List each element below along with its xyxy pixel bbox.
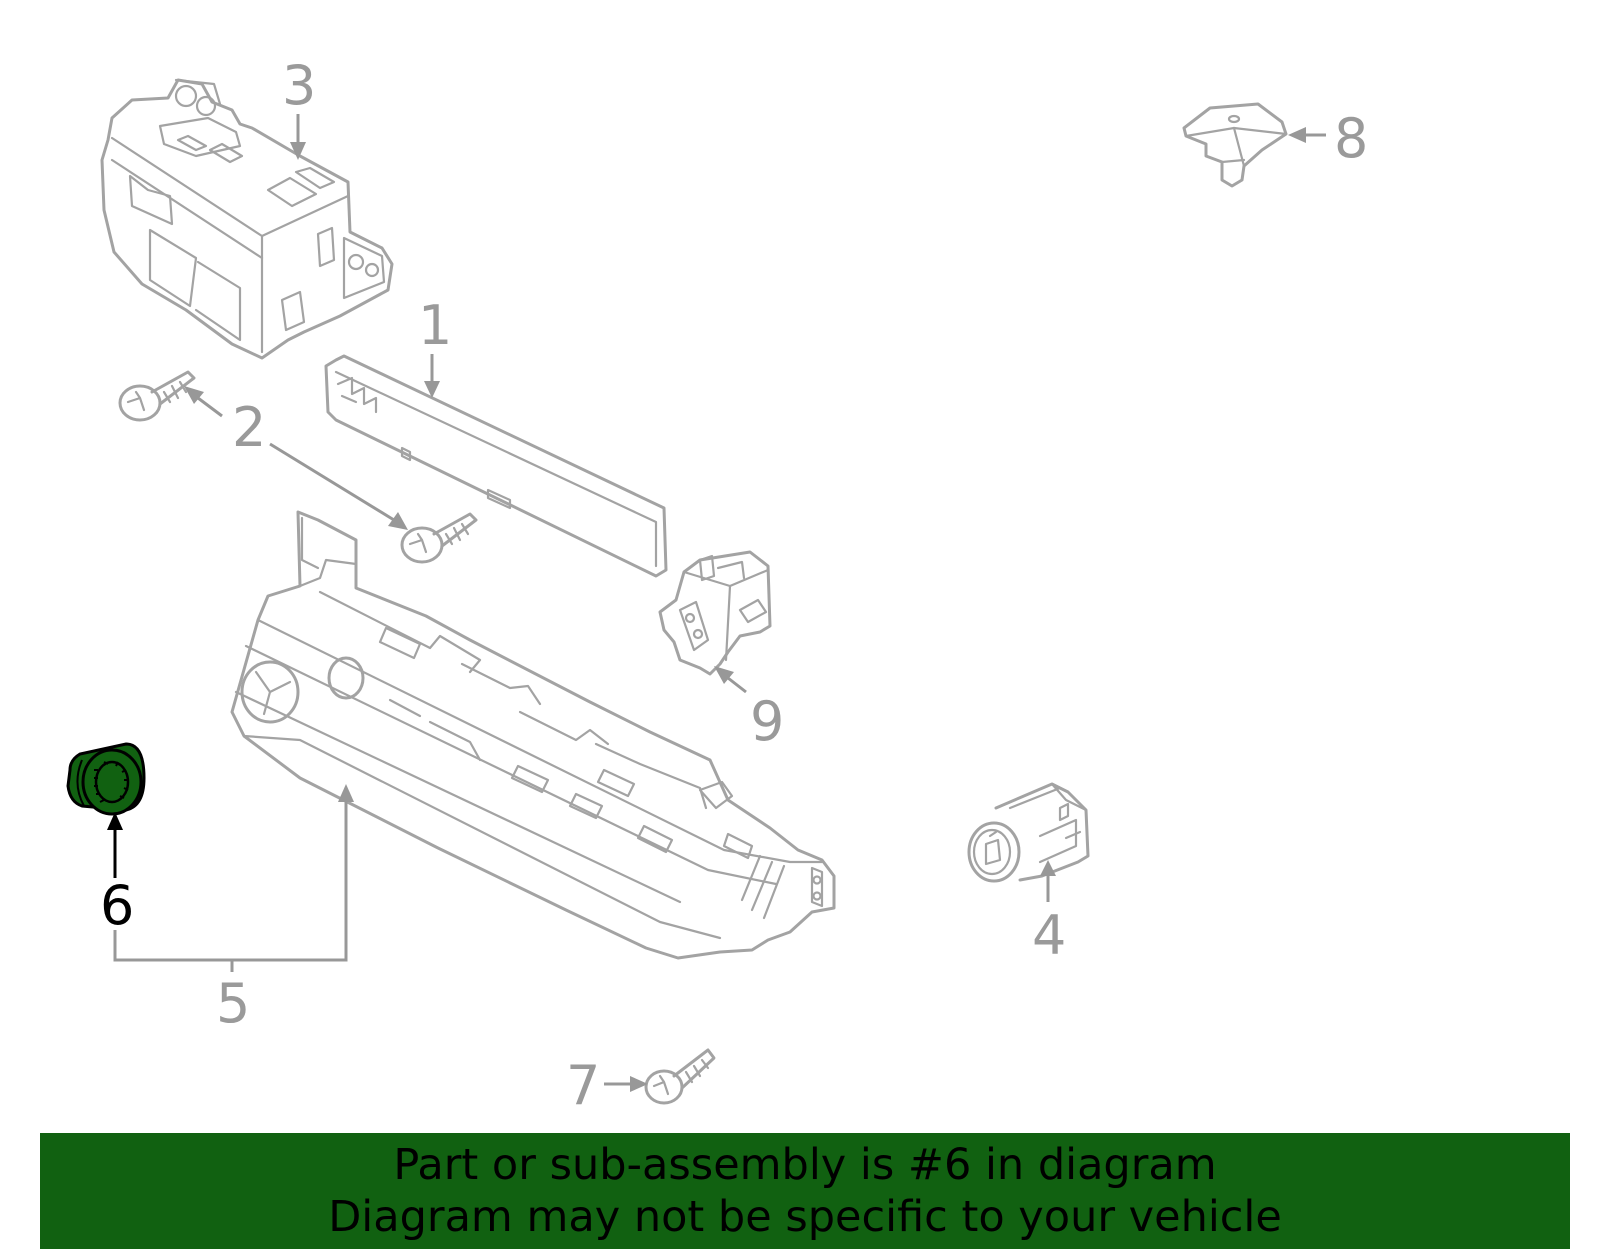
part-6-knob[interactable]	[66, 742, 146, 816]
part-2-screw-lower[interactable]	[400, 512, 478, 564]
part-7-screw[interactable]	[644, 1048, 716, 1105]
part-2-screw-upper[interactable]	[118, 370, 196, 422]
callout-4: 4	[1032, 904, 1066, 967]
part-9-bracket[interactable]	[658, 550, 772, 676]
part-5-control-panel[interactable]	[230, 510, 836, 960]
info-banner: Part or sub-assembly is #6 in diagram Di…	[40, 1133, 1570, 1249]
callout-7: 7	[566, 1054, 600, 1117]
banner-line-2: Diagram may not be specific to your vehi…	[328, 1192, 1282, 1242]
callout-leaders	[107, 114, 1326, 1092]
callout-2: 2	[232, 396, 266, 459]
part-8-clip[interactable]	[1182, 102, 1288, 188]
callout-numbers: 3 1 2 8 9 4 5 7 6	[100, 54, 1368, 1117]
callout-5: 5	[216, 972, 250, 1035]
banner-line-1: Part or sub-assembly is #6 in diagram	[393, 1140, 1217, 1190]
callout-8: 8	[1334, 107, 1368, 170]
callout-3: 3	[282, 54, 316, 117]
callout-9: 9	[750, 690, 784, 753]
knob-face	[81, 748, 143, 816]
callout-1: 1	[418, 294, 452, 357]
part-1-trim-strip[interactable]	[324, 354, 668, 578]
part-3-switch-housing[interactable]	[100, 78, 394, 360]
callout-6: 6	[100, 874, 134, 937]
part-4-round-switch[interactable]	[967, 782, 1090, 883]
